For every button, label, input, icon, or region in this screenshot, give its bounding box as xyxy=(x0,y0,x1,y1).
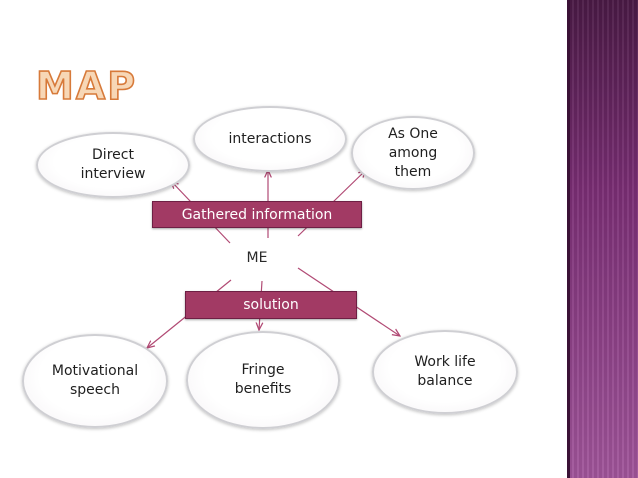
node-motivational-speech: Motivational speech xyxy=(22,334,168,428)
gathered-information-bar: Gathered information xyxy=(152,201,362,228)
node-as-one-among-them: As One among them xyxy=(351,116,475,190)
decorative-sidebar xyxy=(567,0,638,478)
node-fringe-benefits: Fringe benefits xyxy=(186,331,340,429)
center-me-label: ME xyxy=(246,250,268,266)
slide-title: MAP xyxy=(35,63,138,109)
node-work-life-balance: Work life balance xyxy=(372,330,518,414)
node-direct-interview: Direct interview xyxy=(36,132,190,198)
solution-bar: solution xyxy=(185,291,357,319)
node-interactions: interactions xyxy=(193,106,347,172)
